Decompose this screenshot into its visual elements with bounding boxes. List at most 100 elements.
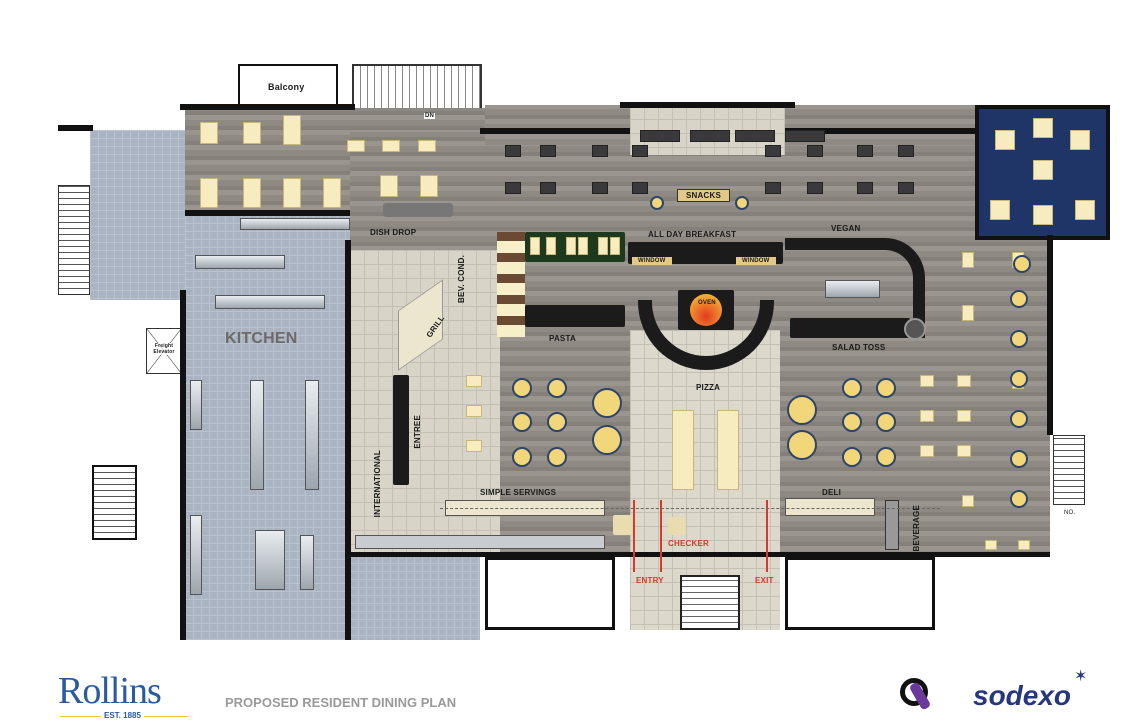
round-table: [512, 378, 532, 398]
entry-arrow: [633, 500, 635, 572]
sodexo-star-icon: ✶: [1074, 668, 1088, 685]
snack-display: [735, 196, 749, 210]
restroom: [485, 557, 615, 630]
all-day-breakfast-label: ALL DAY BREAKFAST: [648, 230, 737, 239]
dining-table: [243, 122, 261, 144]
wall: [180, 290, 186, 640]
round-table: [547, 447, 567, 467]
checker-stand: [613, 515, 633, 535]
simple-servings-label: SIMPLE SERVINGS: [480, 488, 557, 497]
dining-table: [807, 182, 823, 194]
center-aisle: [630, 330, 780, 630]
dining-table: [323, 178, 341, 208]
booth-table: [787, 430, 817, 460]
lounge-table: [1033, 118, 1053, 138]
no-label: NO.: [1064, 510, 1076, 516]
lounge-table: [1070, 130, 1090, 150]
dining-table: [920, 410, 934, 422]
kitchen-equipment: [190, 380, 202, 430]
snacks-label: SNACKS: [677, 189, 730, 202]
bev-cond-label: BEV. COND.: [457, 255, 466, 303]
vegan-label: VEGAN: [831, 224, 861, 233]
dining-table: [610, 237, 620, 255]
dining-table: [857, 182, 873, 194]
dining-table: [632, 145, 648, 157]
dining-table: [505, 145, 521, 157]
restroom: [785, 557, 935, 630]
exit-label: EXIT: [755, 576, 774, 585]
dining-table: [962, 305, 974, 321]
round-table: [876, 447, 896, 467]
wall: [345, 240, 351, 640]
snack-display: [650, 196, 664, 210]
dining-table: [382, 140, 400, 152]
dining-table: [957, 445, 971, 457]
checker-label: CHECKER: [668, 539, 709, 548]
lounge-table: [995, 130, 1015, 150]
kitchen-equipment: [190, 515, 202, 595]
lounge-seating: [1013, 255, 1031, 273]
wall: [58, 125, 93, 131]
vegan-counter: [785, 238, 925, 338]
kitchen-equipment: [255, 530, 285, 590]
booth-table: [787, 395, 817, 425]
dining-table: [380, 175, 398, 197]
dining-table: [592, 182, 608, 194]
kitchen-equipment: [250, 380, 264, 490]
booth-table: [592, 425, 622, 455]
booth-table: [592, 388, 622, 418]
lounge-seating: [1010, 290, 1028, 308]
lounge-seating: [1010, 370, 1028, 388]
freight-elevator-label: Freight Elevator: [148, 343, 180, 355]
dining-table: [898, 145, 914, 157]
dining-table: [466, 405, 482, 417]
lounge-table: [1075, 200, 1095, 220]
wall: [350, 552, 1050, 557]
wall: [620, 102, 795, 108]
deli-counter: [785, 498, 875, 516]
servery-back-counter: [355, 535, 605, 549]
dining-table: [592, 145, 608, 157]
deli-label: DELI: [822, 488, 842, 497]
kitchen-annex: [350, 555, 480, 640]
salad-toss-counter: [790, 318, 910, 338]
stair-down: [680, 575, 740, 630]
dining-table: [283, 178, 301, 208]
kitchen-equipment: [305, 380, 319, 490]
beverage-counter: [885, 500, 899, 550]
dining-table: [546, 237, 556, 255]
sodexo-logo: sodexo: [973, 680, 1072, 711]
lounge-table: [1033, 205, 1053, 225]
pasta-label: PASTA: [549, 334, 576, 343]
vegan-prep-island: [825, 280, 880, 298]
dining-table: [200, 178, 218, 208]
dining-table: [530, 237, 540, 255]
dish-drop-label: DISH DROP: [370, 228, 417, 237]
entree-label: ENTREE: [413, 415, 422, 449]
wall: [785, 128, 975, 134]
dining-table: [283, 115, 301, 145]
checker-stand: [668, 517, 686, 535]
round-table: [512, 447, 532, 467]
dining-table: [418, 140, 436, 152]
dining-table: [957, 375, 971, 387]
dining-table: [578, 237, 588, 255]
wall: [480, 128, 630, 134]
round-table: [842, 378, 862, 398]
round-table: [842, 447, 862, 467]
wall: [180, 104, 355, 110]
pasta-shelving: [497, 232, 525, 337]
exterior-stair: [58, 185, 90, 295]
dining-table: [765, 182, 781, 194]
dining-table: [957, 410, 971, 422]
dining-table: [962, 495, 974, 507]
dining-table: [962, 252, 974, 268]
window-right-label: WINDOW: [736, 257, 776, 265]
kitchen-label: KITCHEN: [225, 330, 298, 347]
round-table: [547, 412, 567, 432]
kitchen-area: [185, 215, 350, 640]
dining-table: [598, 237, 608, 255]
dining-table: [243, 178, 261, 208]
round-table: [876, 378, 896, 398]
salad-toss-label: SALAD TOSS: [832, 343, 886, 352]
